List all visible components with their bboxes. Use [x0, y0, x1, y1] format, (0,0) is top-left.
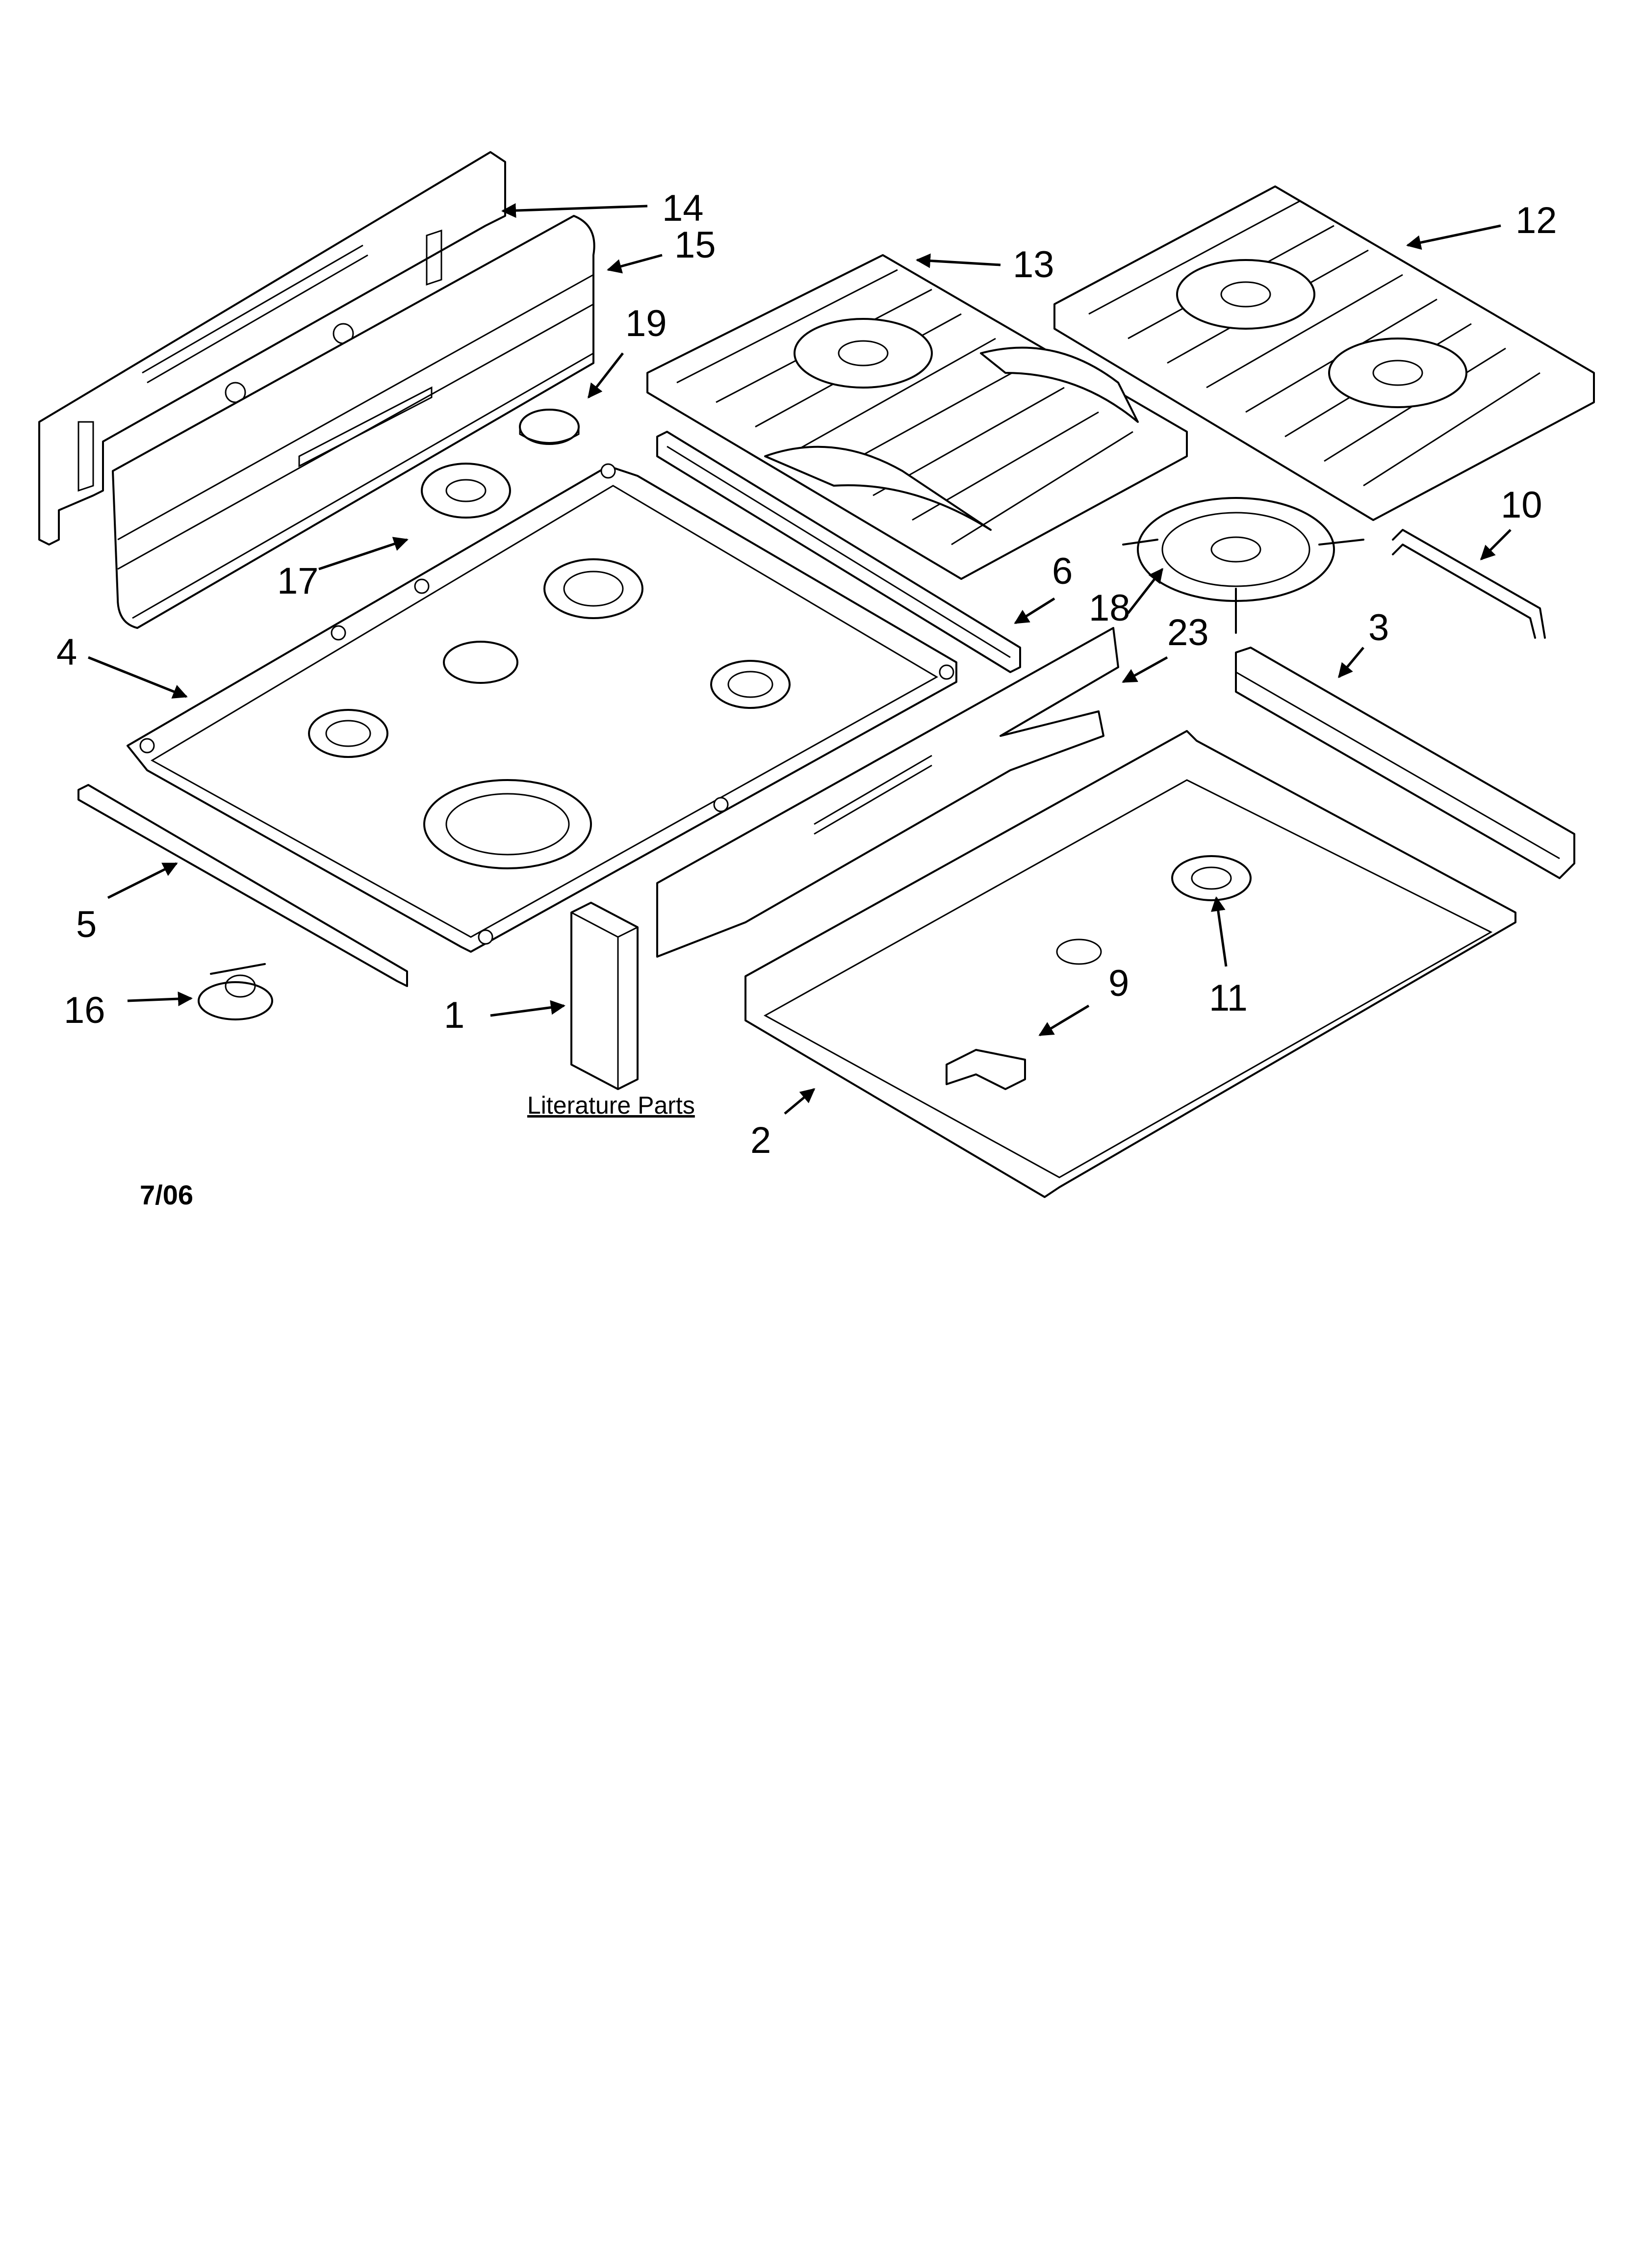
callout-15: 15 [674, 224, 716, 266]
callout-14: 14 [662, 187, 704, 229]
part-4-cooktop [127, 463, 957, 953]
part-6-rear-rail [656, 431, 1021, 673]
part-23-side-panel [656, 627, 1119, 958]
part-12-grate-right [1053, 185, 1595, 521]
part-2-base-pan [744, 730, 1516, 1198]
part-1-literature [570, 902, 639, 1090]
callout-1: 1 [444, 994, 464, 1036]
part-5-front-trim [77, 784, 408, 987]
callout-5: 5 [76, 904, 97, 945]
callout-4: 4 [56, 631, 77, 673]
literature-parts-label: Literature Parts [527, 1092, 695, 1119]
callout-17: 17 [277, 560, 319, 602]
part-13-grate-left [646, 254, 1188, 580]
part-16-valve [198, 963, 273, 1020]
callout-3: 3 [1368, 607, 1389, 649]
callout-9: 9 [1108, 963, 1129, 1004]
part-15-backguard [112, 215, 595, 629]
callout-10: 10 [1501, 484, 1542, 526]
callout-6: 6 [1052, 550, 1073, 592]
callout-19: 19 [625, 303, 667, 344]
callout-16: 16 [64, 990, 105, 1031]
part-3-side-rail [1235, 647, 1575, 879]
part-17-burner-head [421, 463, 511, 519]
callout-11: 11 [1209, 977, 1248, 1019]
callout-13: 13 [1013, 244, 1054, 286]
date-code: 7/06 [140, 1179, 193, 1210]
callout-23: 23 [1167, 612, 1209, 653]
callout-2: 2 [750, 1120, 771, 1161]
leader-lines [88, 203, 1512, 1115]
part-10-bracket [1392, 529, 1546, 639]
callout-18: 18 [1089, 587, 1130, 629]
callout-12: 12 [1515, 200, 1557, 241]
part-19-cap [519, 409, 580, 445]
part-18-ring-grate [1122, 497, 1364, 634]
